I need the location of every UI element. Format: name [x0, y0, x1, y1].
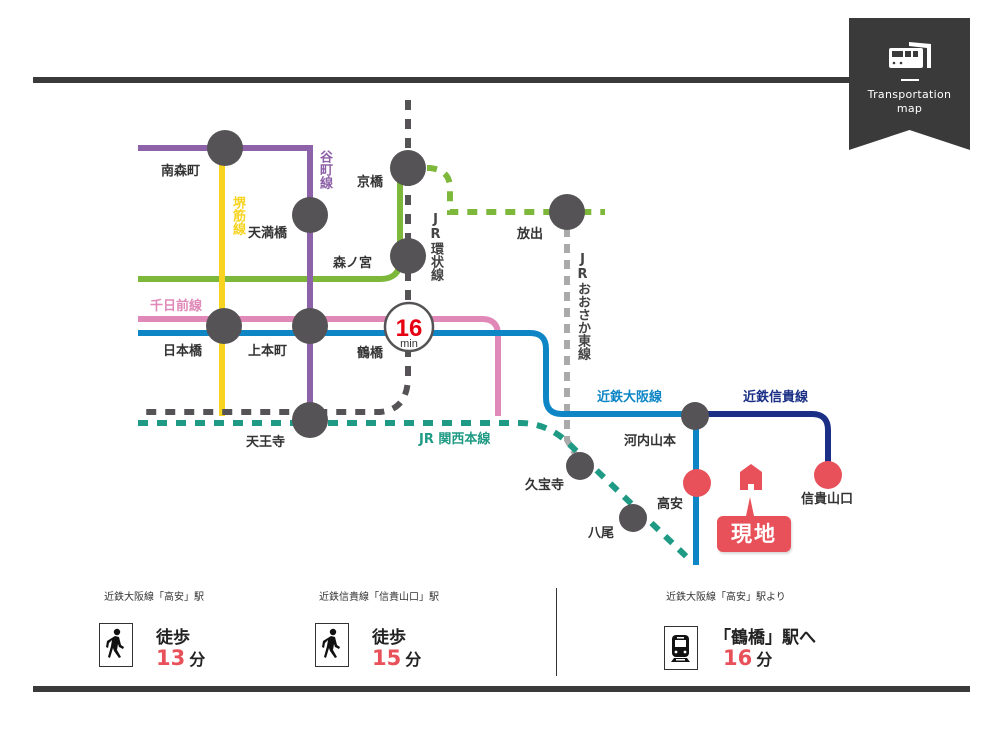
location-pointer: [746, 497, 754, 516]
station-dot-tenmabashi: [292, 197, 328, 233]
access-destination-label: 「鶴橋」駅へ: [714, 628, 816, 648]
badge-title-line1: Transportation: [867, 88, 952, 101]
house-icon: [740, 464, 762, 490]
station-dot-tennoji: [292, 402, 328, 438]
access-caption: 近鉄大阪線「高安」駅: [104, 592, 204, 603]
travel-time-marker: 16 min: [383, 301, 435, 353]
station-dot-nipponbashi: [206, 308, 242, 344]
line-jr-loop: [138, 100, 411, 415]
station-label-hanaten: 放出: [516, 226, 543, 242]
station-label-tenmabashi: 天満橋: [248, 225, 288, 241]
station-label-tennoji: 天王寺: [246, 434, 285, 450]
access-duration-unit: 分: [405, 650, 422, 669]
station-label-takayasu: 高安: [657, 496, 683, 512]
station-label-tsuruhashi: 鶴橋: [357, 345, 384, 361]
walking-person-icon: [99, 623, 133, 667]
station-dot-takayasu: [683, 469, 711, 497]
access-duration-value: 16: [723, 646, 753, 670]
station-markers: [206, 130, 842, 532]
station-label-yao: 八尾: [587, 526, 614, 541]
train-front-icon: [664, 626, 698, 670]
station-label-minamimorimachi: 南森町: [161, 163, 200, 179]
footer-divider: [556, 588, 557, 676]
top-divider: [33, 77, 970, 83]
walking-person-icon: [315, 623, 349, 667]
station-dot-kyuhoji: [566, 452, 594, 480]
station-dot-morinomiya: [390, 238, 426, 274]
train-icon: [889, 42, 931, 68]
station-dot-kyobashi: [390, 150, 426, 186]
access-duration-value: 15: [372, 646, 402, 670]
station-dot-kawachi-yamamoto: [681, 402, 709, 430]
station-dot-uehonmachi: [292, 308, 328, 344]
station-label-uehonmachi: 上本町: [248, 343, 287, 359]
access-train-tsuruhashi: 近鉄大阪線「高安」駅より: [666, 588, 786, 603]
transportation-map-badge: Transportation map: [849, 18, 970, 150]
station-label-kyuhoji: 久宝寺: [525, 477, 564, 493]
travel-time-unit: min: [400, 338, 418, 350]
access-caption: 近鉄信貴線「信貴山口」駅: [319, 592, 439, 603]
line-label-tanimachi: 谷町線: [317, 150, 332, 189]
badge-underline: [901, 79, 919, 81]
line-jr-kansai: [138, 420, 693, 563]
access-walk-takayasu: 近鉄大阪線「高安」駅: [104, 588, 204, 603]
line-green-dashed: [408, 165, 605, 215]
line-label-jr-osaka-higashi: JRおおさか東線: [575, 252, 590, 360]
line-label-jr-loop: JR環状線: [428, 212, 443, 281]
access-duration-unit: 分: [189, 650, 206, 669]
station-dot-shigisanguchi: [814, 461, 842, 489]
station-label-morinomiya: 森ノ宮: [333, 255, 372, 271]
station-dot-minamimorimachi: [207, 130, 243, 166]
access-mode-label: 徒歩: [372, 628, 406, 648]
access-mode-label: 徒歩: [156, 628, 190, 648]
line-kintetsu-osaka: [138, 330, 699, 565]
station-label-kawachi-yamamoto: 河内山本: [624, 433, 676, 449]
access-duration-value: 13: [156, 646, 186, 670]
line-label-kintetsu-shigi: 近鉄信貴線: [743, 389, 809, 405]
station-label-shigisanguchi: 信貴山口: [801, 491, 853, 507]
line-label-kintetsu-osaka: 近鉄大阪線: [597, 389, 663, 405]
station-dot-hanaten: [549, 194, 585, 230]
current-location-label: 現地: [717, 516, 791, 552]
station-label-kyobashi: 京橋: [357, 174, 384, 190]
access-walk-shigisanguchi: 近鉄信貴線「信貴山口」駅: [319, 588, 439, 603]
station-label-nipponbashi: 日本橋: [163, 343, 203, 359]
access-duration-unit: 分: [756, 650, 773, 669]
line-label-sennichimae: 千日前線: [150, 298, 203, 314]
line-kintetsu-shigi: [696, 411, 831, 475]
travel-time-value: 16: [396, 315, 423, 342]
bottom-divider: [33, 686, 970, 692]
badge-title-line2: map: [896, 102, 923, 115]
line-label-sakaisuji: 堺筋線: [230, 196, 245, 235]
station-dot-yao: [619, 504, 647, 532]
line-label-jr-kansai: JR 関西本線: [418, 431, 491, 447]
access-caption: 近鉄大阪線「高安」駅より: [666, 592, 786, 603]
